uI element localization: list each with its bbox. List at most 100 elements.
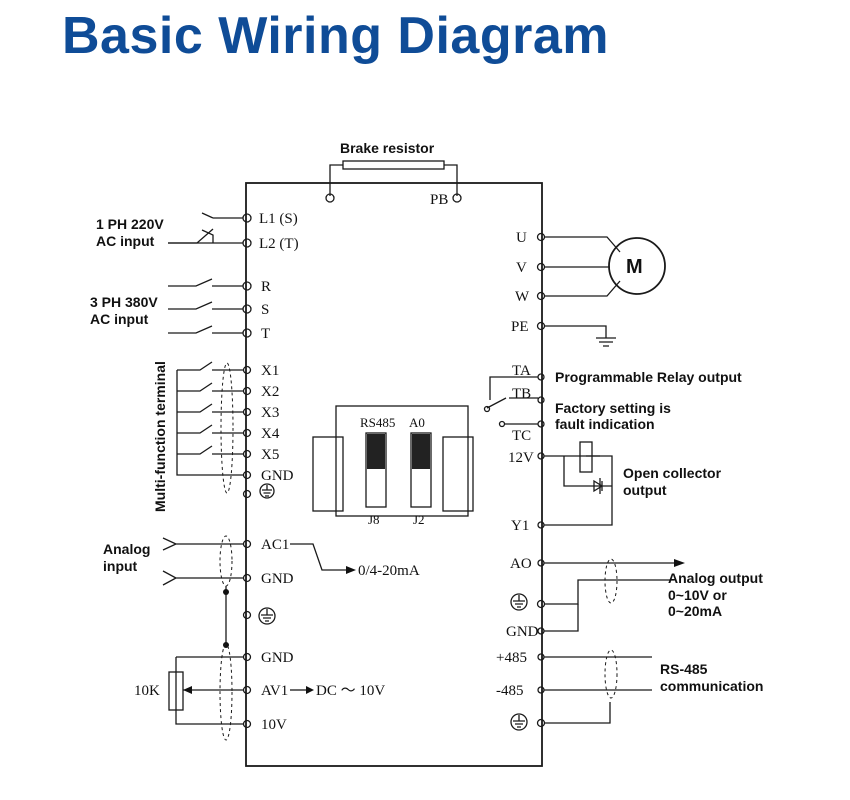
brake-resistor-symbol bbox=[342, 160, 445, 170]
av1-range-label: DC ～ 10V bbox=[316, 683, 385, 699]
terminal-pb bbox=[452, 193, 462, 203]
shield-rs485 bbox=[604, 649, 618, 699]
dip-switch-j8-lever bbox=[367, 434, 385, 469]
terminal-x2 bbox=[242, 386, 252, 396]
terminal-w bbox=[536, 291, 546, 301]
x3-switch bbox=[177, 403, 243, 413]
multi-function-common bbox=[176, 370, 243, 476]
connector-left bbox=[312, 436, 344, 512]
terminal-pe bbox=[536, 321, 546, 331]
terminal-x4-label: X4 bbox=[261, 426, 280, 442]
brake-resistor-label: Brake resistor bbox=[340, 140, 435, 156]
terminal-gnd1-label: GND bbox=[261, 468, 294, 484]
connector-right bbox=[442, 436, 474, 512]
ac220-label-1: 1 PH 220V bbox=[96, 216, 164, 232]
terminal-s-label: S bbox=[261, 302, 269, 318]
motor-wire-w bbox=[545, 280, 621, 297]
terminal-x1 bbox=[242, 365, 252, 375]
open-collector-label-1: Open collector bbox=[623, 465, 722, 481]
terminal-pe-label: PE bbox=[511, 319, 529, 335]
x5-switch bbox=[177, 445, 243, 455]
ac380-wire-s bbox=[168, 301, 243, 310]
terminal-plus485 bbox=[537, 653, 545, 661]
earth-icon bbox=[258, 607, 276, 625]
terminal-r-label: R bbox=[261, 279, 271, 295]
rs485-label-1: RS-485 bbox=[660, 661, 708, 677]
terminal-x1-label: X1 bbox=[261, 363, 279, 379]
analog-input-wire-gnd bbox=[162, 570, 243, 586]
factory-setting-label-2: fault indication bbox=[555, 416, 655, 432]
ao-shield-wire bbox=[544, 579, 674, 605]
oc-relay-coil bbox=[579, 441, 593, 473]
terminal-gnd3 bbox=[242, 652, 252, 662]
sw-j2-label: J2 bbox=[413, 512, 425, 527]
oc-diode-icon bbox=[593, 479, 604, 493]
shield-multi bbox=[220, 362, 234, 494]
rs485-wires bbox=[544, 656, 652, 724]
rs485-label-2: communication bbox=[660, 678, 763, 694]
x4-switch bbox=[177, 424, 243, 434]
terminal-gnd1 bbox=[242, 470, 252, 480]
terminal-ta bbox=[537, 373, 545, 381]
terminal-y1-label: Y1 bbox=[511, 518, 529, 534]
terminal-tb-label: TB bbox=[512, 386, 531, 402]
terminal-12v bbox=[537, 452, 545, 460]
relay-output-label: Programmable Relay output bbox=[555, 369, 742, 385]
ac220-label-2: AC input bbox=[96, 233, 155, 249]
ao-arrow bbox=[674, 559, 685, 567]
terminal-v-label: V bbox=[516, 260, 527, 276]
motor-icon bbox=[608, 237, 666, 295]
terminal-t-label: T bbox=[261, 326, 270, 342]
motor-label: M bbox=[626, 256, 643, 278]
earth-icon bbox=[259, 483, 275, 499]
factory-setting-label-1: Factory setting is bbox=[555, 400, 671, 416]
shield-pot bbox=[219, 643, 233, 741]
terminal-av1 bbox=[242, 685, 252, 695]
terminal-gnd-ao bbox=[537, 627, 545, 635]
terminal-earth1 bbox=[242, 489, 252, 499]
dip-switch-j2 bbox=[410, 432, 432, 508]
ac220-wire-l1 bbox=[168, 212, 243, 244]
terminal-10v-label: 10V bbox=[261, 717, 287, 733]
terminal-x4 bbox=[242, 428, 252, 438]
terminal-x5 bbox=[242, 449, 252, 459]
terminal-12v-label: 12V bbox=[508, 450, 534, 466]
relay-nc-point bbox=[498, 420, 506, 428]
dip-switch-j2-lever bbox=[412, 434, 430, 469]
open-collector-label-2: output bbox=[623, 482, 667, 498]
ac1-range-label: 0/4-20mA bbox=[358, 563, 420, 579]
terminal-r bbox=[242, 281, 252, 291]
motor-wire-u bbox=[545, 236, 621, 253]
earth-icon bbox=[510, 593, 528, 611]
terminal-plus485-label: +485 bbox=[496, 650, 527, 666]
av1-arrow bbox=[306, 686, 314, 694]
pot-frame-wire bbox=[175, 656, 243, 725]
terminal-gnd2 bbox=[242, 573, 252, 583]
ac380-wire-t bbox=[168, 325, 243, 334]
terminal-l1 bbox=[242, 213, 252, 223]
terminal-earth-ao bbox=[536, 599, 546, 609]
earth-icon bbox=[510, 713, 528, 731]
terminal-x3 bbox=[242, 407, 252, 417]
terminal-ac1 bbox=[242, 539, 252, 549]
ac380-wire-r bbox=[168, 278, 243, 287]
sw-rs485-label: RS485 bbox=[360, 415, 395, 430]
terminal-earth-485 bbox=[536, 718, 546, 728]
analog-output-label-1: Analog output bbox=[668, 570, 763, 586]
switch-board bbox=[335, 405, 469, 517]
junction-1 bbox=[223, 589, 229, 595]
terminal-v bbox=[536, 262, 546, 272]
terminal-tc-label: TC bbox=[512, 428, 531, 444]
analog-output-label-2: 0~10V or bbox=[668, 587, 727, 603]
terminal-s bbox=[242, 304, 252, 314]
relay-contact bbox=[486, 376, 538, 425]
pb-label: PB bbox=[430, 192, 448, 208]
terminal-x5-label: X5 bbox=[261, 447, 279, 463]
oc-coil-lead bbox=[586, 455, 601, 494]
terminal-l2-label: L2 (T) bbox=[259, 236, 299, 252]
analog-output-label-3: 0~20mA bbox=[668, 603, 722, 619]
terminal-gnd2-label: GND bbox=[261, 571, 294, 587]
x2-switch bbox=[177, 382, 243, 392]
dip-switch-j8 bbox=[365, 432, 387, 508]
